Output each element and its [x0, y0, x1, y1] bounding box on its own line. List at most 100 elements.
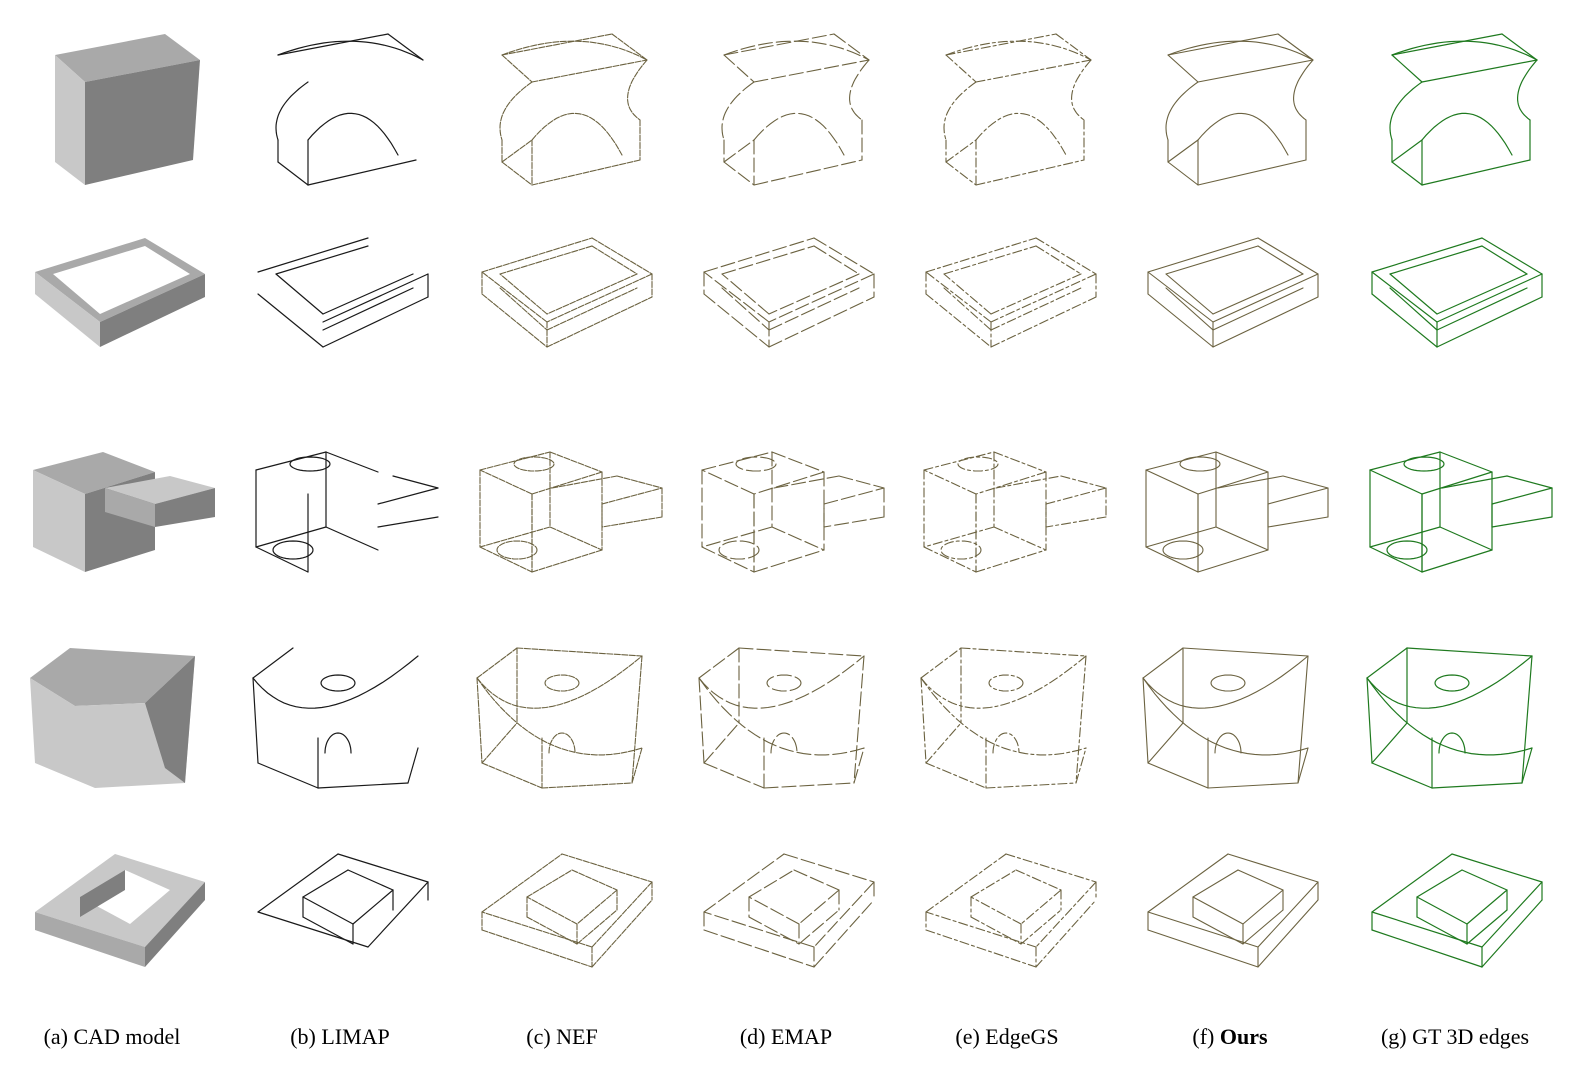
edge-curve [753, 159, 863, 186]
caption-label: CAD model [73, 1024, 181, 1049]
cad-surface [35, 912, 145, 967]
edge-curve [1481, 245, 1528, 275]
edge-curve [1451, 853, 1543, 883]
edge-curve [995, 475, 1062, 489]
edge-curve [990, 273, 1082, 315]
edge-curve [322, 287, 414, 331]
edge-curve [975, 112, 1067, 156]
caption-prefix: (a) [43, 1024, 74, 1049]
edge-curve [723, 139, 755, 163]
caption-label: GT 3D edges [1412, 1024, 1530, 1049]
edge-curve [813, 881, 875, 948]
edge-curve [771, 526, 825, 551]
caption-emap: (d) EMAP [676, 1022, 896, 1052]
edge-curve [833, 33, 870, 61]
figure-panel-d-row-3 [684, 432, 885, 617]
edge-curve [1147, 722, 1184, 764]
edge-curve [257, 293, 324, 348]
edge-curve [925, 237, 1037, 273]
edge-curve [1438, 732, 1466, 754]
cad-surface [30, 656, 195, 788]
edge-curve [252, 655, 419, 709]
wireframe-drawing [721, 33, 870, 186]
edge-curve [531, 159, 641, 186]
edge-curve [823, 516, 885, 528]
edge-curve [1439, 451, 1493, 473]
edge-curve [920, 677, 927, 764]
edge-curve [1369, 469, 1423, 495]
edge-curve [698, 677, 865, 756]
edge-curve [698, 677, 705, 764]
caption-label: LIMAP [321, 1024, 390, 1049]
edge-curve [1391, 161, 1423, 186]
edge-curve [576, 889, 618, 925]
edge-curve [1145, 546, 1199, 573]
cad-surface [85, 60, 200, 185]
edge-curve [1045, 487, 1107, 505]
edge-curve [481, 722, 518, 764]
edge-curve [823, 487, 885, 505]
edge-curve [703, 722, 740, 764]
edge-curve [721, 273, 770, 315]
cad-surface [80, 870, 125, 917]
edge-curve [738, 647, 865, 657]
edge-curve [1167, 33, 1279, 56]
edge-curve [1165, 245, 1259, 275]
edge-curve [501, 33, 613, 56]
figure-panel-c-row-1 [462, 20, 662, 205]
edge-curve [611, 33, 648, 61]
cad-surface [55, 34, 200, 82]
edge-curve [1389, 287, 1438, 331]
edge-curve [631, 655, 643, 784]
edge-curve [526, 916, 578, 945]
edge-curve [992, 732, 1020, 754]
edge-curve [701, 469, 755, 495]
edge-curve [322, 296, 429, 348]
edge-curve [1421, 112, 1513, 156]
edge-curve [943, 81, 977, 141]
edge-curve [1466, 909, 1508, 945]
figure-panel-d-row-2 [684, 222, 884, 407]
edge-curve [1439, 526, 1493, 551]
edge-curve [748, 869, 795, 898]
edge-curve [307, 112, 399, 156]
edge-curve [748, 916, 800, 945]
figure-panel-e-row-3 [906, 432, 1107, 617]
edge-curve [631, 747, 643, 784]
figure-panel-b-row-5 [238, 842, 438, 1027]
edge-curve [1147, 853, 1229, 913]
edge-curve [479, 469, 533, 495]
edge-curve [476, 655, 643, 709]
caption-ours: (f) Ours [1120, 1022, 1340, 1052]
edge-curve [1371, 271, 1438, 323]
edge-curve [377, 516, 439, 528]
edge-curve [1491, 516, 1553, 528]
edge-curve [1391, 33, 1503, 56]
edge-curve [957, 456, 999, 472]
figure-panel-a-row-4 [15, 628, 215, 813]
edge-curve [1142, 677, 1149, 764]
edge-curve [925, 911, 1037, 948]
edge-curve [1020, 889, 1062, 925]
edge-curve [352, 889, 394, 925]
edge-curve [943, 245, 1037, 275]
edge-curve [1192, 916, 1244, 945]
edge-curve [1197, 59, 1314, 83]
edge-curve [1192, 869, 1239, 898]
wireframe-drawing [925, 853, 1097, 968]
edge-curve [407, 747, 419, 784]
figure-panel-f-row-1 [1128, 20, 1328, 205]
edge-curve [1389, 245, 1483, 275]
edge-curve [1431, 782, 1523, 789]
edge-curve [531, 59, 648, 83]
edge-curve [1217, 475, 1284, 489]
caption-label: NEF [556, 1024, 598, 1049]
edge-curve [1210, 674, 1246, 692]
edge-curve [1237, 869, 1284, 891]
edge-curve [1297, 747, 1309, 784]
figure-panel-b-row-1 [238, 20, 438, 205]
edge-curve [571, 869, 618, 891]
wireframe-drawing [1371, 237, 1543, 348]
